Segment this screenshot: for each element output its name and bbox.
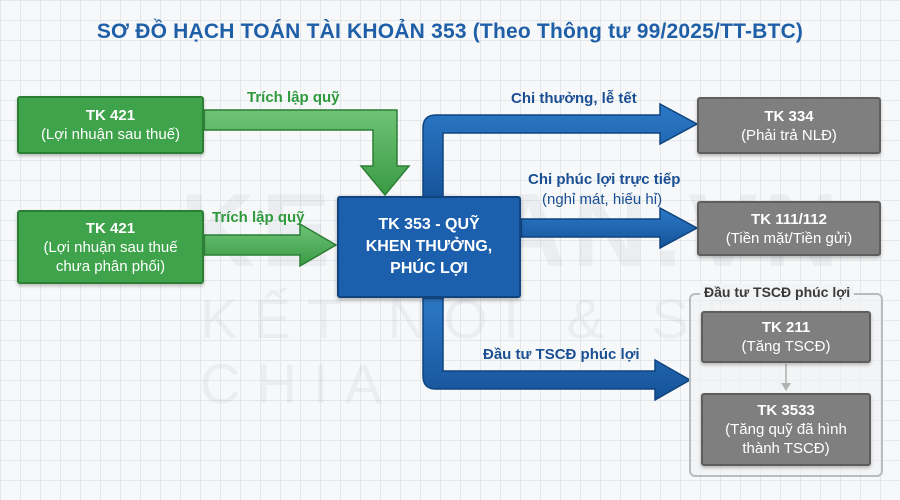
arrow-trich-lap-1 (203, 109, 411, 197)
arrow-dau-tu (422, 297, 692, 402)
node-tk3533-code: TK 3533 (757, 402, 815, 419)
label-trich-lap-1: Trích lập quỹ (247, 89, 340, 106)
node-tk3533-desc-1: (Tăng quỹ đã hình (725, 421, 847, 438)
node-tk421-top-desc: (Lợi nhuận sau thuế) (40, 126, 181, 143)
label-chi-phuc-loi-sub: (nghỉ mát, hiếu hỉ) (542, 191, 663, 208)
node-tk211-code: TK 211 (761, 319, 811, 336)
arrow-chi-phuc-loi (520, 206, 699, 250)
node-tk421-bottom-code: TK 421 (85, 219, 136, 237)
page-title: SƠ ĐỒ HẠCH TOÁN TÀI KHOẢN 353 (Theo Thôn… (96, 20, 804, 43)
node-tk3533: TK 3533 (Tăng quỹ đã hình thành TSCĐ) (701, 393, 871, 466)
arrow-trich-lap-2 (203, 222, 338, 268)
node-tk111-112: TK 111/112 (Tiền mặt/Tiền gửi) (697, 201, 881, 256)
node-tk334: TK 334 (Phải trả NLĐ) (697, 97, 881, 154)
node-tk211-desc: (Tăng TSCĐ) (741, 338, 831, 355)
node-tk353-line-2: KHEN THƯỞNG, (365, 238, 493, 255)
node-tk334-code: TK 334 (764, 107, 814, 125)
group-dau-tu-tscd-title: Đầu tư TSCĐ phúc lợi (700, 284, 855, 300)
node-tk421-top: TK 421 (Lợi nhuận sau thuế) (17, 96, 204, 154)
label-dau-tu: Đầu tư TSCĐ phúc lợi (483, 346, 640, 363)
label-trich-lap-2: Trích lập quỹ (212, 209, 305, 226)
label-chi-phuc-loi: Chi phúc lợi trực tiếp (528, 171, 681, 188)
node-tk421-bottom-desc-1: (Lợi nhuận sau thuế (43, 238, 178, 256)
node-tk111-112-code: TK 111/112 (751, 210, 827, 228)
node-tk353-line-3: PHÚC LỢI (390, 260, 468, 277)
node-tk3533-desc-2: thành TSCĐ) (742, 440, 830, 457)
node-tk421-top-code: TK 421 (85, 107, 136, 124)
node-tk353-line-1: TK 353 - QUỸ (378, 216, 480, 233)
label-chi-thuong: Chi thưởng, lễ tết (511, 90, 637, 107)
node-tk353: TK 353 - QUỸ KHEN THƯỞNG, PHÚC LỢI (337, 196, 521, 298)
node-tk421-bottom: TK 421 (Lợi nhuận sau thuế chưa phân phố… (17, 210, 204, 284)
node-tk334-desc: (Phải trả NLĐ) (741, 126, 837, 144)
arrow-chi-thuong (422, 102, 699, 201)
node-tk211: TK 211 (Tăng TSCĐ) (701, 311, 871, 363)
node-tk421-bottom-desc-2: chưa phân phối) (55, 257, 166, 275)
node-tk111-112-desc: (Tiền mặt/Tiền gửi) (725, 229, 853, 247)
